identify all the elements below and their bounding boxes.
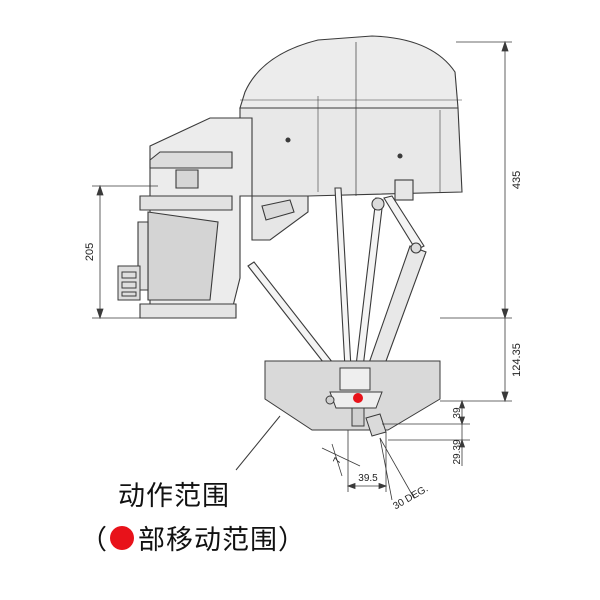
moving-part-marker-icon [353, 393, 363, 403]
robot-upper-housing [239, 35, 463, 197]
robot-side-body [137, 117, 309, 319]
caption-range-text: 部移动范围） [138, 525, 306, 556]
red-dot-icon [110, 525, 134, 550]
dim-7-label: 7 [332, 456, 345, 466]
end-effector [325, 367, 387, 437]
motion-range-caption: 动作范围 [118, 481, 230, 512]
delta-arms [247, 179, 427, 377]
moving-part-range-caption: （ 部移动范围） [80, 518, 306, 557]
dim-39-5-label: 39.5 [358, 473, 378, 484]
dim-30deg-label: 30 DEG. [391, 483, 430, 512]
caption-open-paren: （ [80, 525, 108, 556]
cable-connector-icon [117, 265, 141, 301]
dim-205-label: 205 [84, 243, 96, 261]
dim-435-label: 435 [511, 171, 523, 189]
dim-29-label: 29.39 [452, 439, 463, 464]
dim-124-label: 124.35 [511, 343, 523, 377]
caption-leader-line [235, 415, 281, 471]
dim-39-label: 39 [452, 407, 463, 419]
dimension-lines [92, 40, 512, 501]
